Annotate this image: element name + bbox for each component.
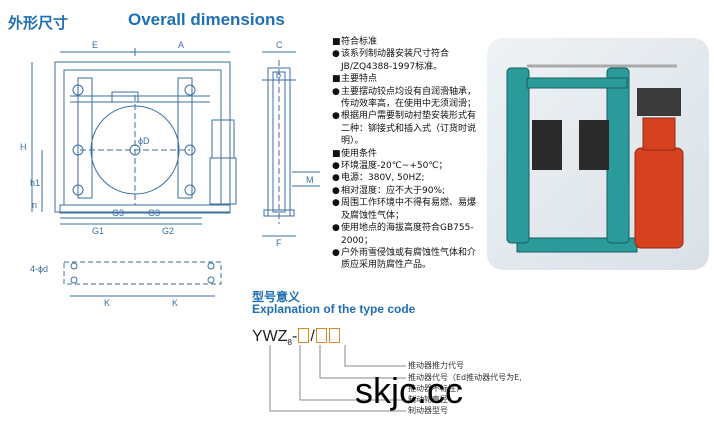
typecode-prefix: YWZ (252, 328, 288, 345)
dim-D: ϕD (138, 136, 150, 146)
typecode-ann-5: 制动器型号 (408, 406, 448, 415)
spec-text: 该系列制动器安装尺寸符合JB/ZQ4388-1997标准。 (341, 49, 450, 72)
spec-row: ●主要摆动铰点均设有自润滑轴承，传动效率高，在使用中无须润滑； (332, 86, 484, 111)
dim-C: C (276, 40, 283, 50)
spec-text: 户外雨雪侵蚀或有腐蚀性气体和介质应采用防腐性产品。 (341, 247, 477, 271)
spec-row: ●该系列制动器安装尺寸符合JB/ZQ4388-1997标准。 (332, 48, 484, 73)
spec-text: 电源：380V, 50HZ; (341, 173, 425, 184)
round-bullet-icon: ● (332, 161, 340, 172)
heading-cn: 外形尺寸 (8, 14, 69, 32)
typecode-box-1 (298, 328, 310, 343)
typecode-heading-cn: 型号意义 (252, 290, 301, 304)
typecode-string: YWZ8-/ (252, 328, 341, 347)
dim-F: F (276, 238, 282, 248)
spec-row: ●电源：380V, 50HZ; (332, 172, 484, 184)
dim-G1: G1 (92, 226, 104, 236)
spec-text: 相对湿度：应不大于90%; (341, 185, 446, 196)
dim-holes: 4-ϕd (30, 264, 48, 274)
spec-text: 主要特点 (341, 74, 378, 85)
spec-row: ■使用条件 (332, 148, 484, 160)
typecode-ann-2: 推动器代号（Ed推动器代号为E, (408, 373, 522, 382)
spec-list: ■符合标准●该系列制动器安装尺寸符合JB/ZQ4388-1997标准。■主要特点… (332, 36, 484, 272)
typecode-heading-en: Explanation of the type code (252, 302, 416, 316)
spec-text: 环境温度-20℃~+50℃； (341, 161, 448, 172)
spec-row: ●使用地点的海拔高度符合GB755-2000； (332, 222, 484, 247)
dim-M: M (306, 175, 314, 185)
typecode-box-2 (315, 328, 327, 343)
spec-text: 使用地点的海拔高度符合GB755-2000； (341, 223, 474, 246)
typecode-sub: 8 (287, 338, 292, 348)
spec-row: ■主要特点 (332, 73, 484, 85)
dim-G3-right: G3 (148, 208, 160, 218)
round-bullet-icon: ● (332, 86, 340, 97)
dim-H: H (20, 142, 27, 152)
typecode-box-3 (328, 328, 340, 343)
spec-text: 周围工作环境中不得有易燃、易爆及腐蚀性气体； (341, 198, 477, 221)
spec-text: 符合标准 (341, 37, 378, 47)
round-bullet-icon: ● (332, 198, 340, 209)
round-bullet-icon: ● (332, 185, 340, 196)
dim-G2: G2 (162, 226, 174, 236)
typecode-dash: - (292, 328, 298, 345)
typecode-slash: / (310, 328, 315, 345)
round-bullet-icon: ● (332, 173, 340, 184)
spec-row: ●环境温度-20℃~+50℃； (332, 160, 484, 172)
round-bullet-icon: ● (332, 223, 340, 234)
typecode-ann-3: 推动器不标注) (408, 384, 460, 393)
spec-text: 使用条件 (341, 148, 378, 159)
round-bullet-icon: ● (332, 247, 340, 258)
typecode-ann-1: 推动器推力代号 (408, 361, 464, 370)
spec-row: ●根据用户需要制动衬垫安装形式有二种：铆接式和插入式（订货时说明）。 (332, 110, 484, 147)
spec-row: ●周围工作环境中不得有易燃、易爆及腐蚀性气体； (332, 197, 484, 222)
dim-E: E (92, 40, 98, 50)
product-photo (487, 38, 709, 270)
spec-row: ■符合标准 (332, 36, 484, 48)
spec-row: ●户外雨雪侵蚀或有腐蚀性气体和介质应采用防腐性产品。 (332, 247, 484, 272)
round-bullet-icon: ● (332, 49, 340, 60)
spec-row: ●相对湿度：应不大于90%; (332, 185, 484, 197)
dim-b: b (276, 70, 281, 80)
dim-G3-left: G3 (112, 208, 124, 218)
dim-K-left: K (104, 298, 110, 308)
dim-h1: h1 (30, 178, 40, 188)
dim-n: n (32, 200, 37, 210)
watermark: skjc.cc (355, 370, 463, 411)
typecode-ann-4: 制动轮直径 (408, 395, 448, 404)
dim-A: A (178, 40, 184, 50)
dim-K-right: K (172, 298, 178, 308)
spec-text: 根据用户需要制动衬垫安装形式有二种：铆接式和插入式（订货时说明）。 (341, 111, 477, 147)
square-bullet-icon: ■ (332, 37, 341, 47)
spec-text: 主要摆动铰点均设有自润滑轴承，传动效率高，在使用中无须润滑； (341, 86, 477, 110)
square-bullet-icon: ■ (332, 74, 341, 85)
round-bullet-icon: ● (332, 111, 340, 122)
heading-en: Overall dimensions (128, 10, 285, 29)
square-bullet-icon: ■ (332, 148, 341, 159)
